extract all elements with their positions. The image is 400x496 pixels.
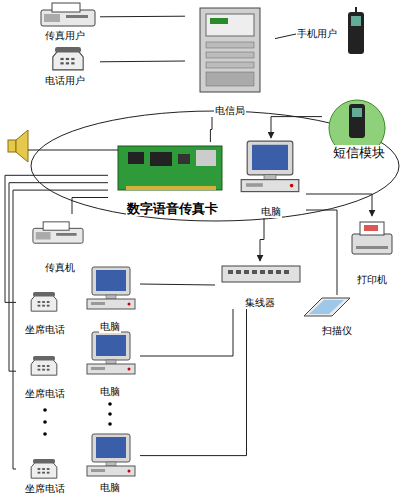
node-label: 打印机: [356, 274, 388, 286]
connector: [210, 117, 212, 142]
agent-phone-icon: [31, 292, 57, 311]
speaker-icon: [8, 130, 28, 162]
fax-user-icon: [41, 3, 95, 26]
agent-phone: 坐席电话: [16, 455, 74, 495]
hub-icon: [222, 266, 300, 282]
scanner-icon: [304, 298, 350, 316]
connector: [140, 309, 247, 456]
connector: [275, 34, 296, 39]
node-label: 坐席电话: [24, 388, 66, 400]
node-label: 集线器: [244, 297, 276, 309]
phone-user-icon: [53, 47, 83, 70]
node-label: 传真机: [44, 262, 76, 274]
connector: [140, 284, 215, 285]
connector: [260, 218, 264, 261]
agent-phone-icon: [31, 459, 57, 478]
pc-icon: [87, 267, 135, 309]
card-icon: [118, 146, 222, 190]
sms-module: 短信模块: [322, 98, 396, 160]
node-label: 电脑: [99, 321, 121, 333]
voice-fax-card: 数字语音传真卡: [108, 142, 236, 216]
main-computer: 电脑: [236, 138, 306, 218]
hub: 集线器: [215, 261, 305, 309]
agent-phone-icon: [31, 356, 57, 375]
connector: [271, 117, 322, 138]
node-label: 数字语音传真卡: [126, 201, 219, 216]
connector: [72, 198, 108, 215]
connector: [100, 16, 185, 18]
node-label: 短信模块: [332, 145, 386, 160]
ellipsis-dots: [43, 402, 112, 436]
pc-icon: [87, 332, 135, 374]
connector: [100, 61, 185, 63]
pc-icon: [87, 434, 135, 476]
node-label: 坐席电话: [24, 483, 66, 495]
connector: [306, 194, 372, 216]
node-label: 电脑: [99, 482, 121, 494]
connector: [306, 210, 337, 295]
agent-phone: 坐席电话: [16, 352, 74, 400]
agent-phone: 坐席电话: [16, 288, 74, 336]
connector: [13, 190, 108, 469]
node-label: 电脑: [99, 386, 121, 398]
connector: [9, 183, 108, 372]
node-label: 扫描仪: [321, 325, 353, 337]
mobile-icon: [348, 7, 364, 54]
connector: [140, 309, 233, 356]
scanner: 扫描仪: [300, 295, 374, 337]
fax-machine-icon: [33, 222, 83, 243]
printer-icon: [352, 222, 392, 254]
mobile-user: 手机用户: [296, 10, 368, 58]
main-pc-icon: [241, 141, 299, 191]
computer: 电脑: [80, 263, 140, 333]
phone-user: 电话用户: [30, 45, 100, 87]
fax-machine: 传真机: [30, 214, 90, 274]
node-label: 手机用户: [296, 28, 338, 40]
connector: [5, 175, 108, 302]
server-icon: [200, 8, 260, 92]
speaker-wire: [28, 150, 118, 151]
node-label: 传真用户: [44, 30, 86, 42]
fax-user: 传真用户: [30, 0, 100, 42]
computer: 电脑: [80, 430, 140, 494]
node-label: 电脑: [260, 206, 282, 218]
telecom-office: 电信局: [185, 5, 275, 117]
computer: 电脑: [80, 328, 140, 398]
printer: 打印机: [345, 216, 399, 286]
node-label: 电信局: [214, 105, 246, 117]
node-label: 电话用户: [44, 75, 86, 87]
node-label: 坐席电话: [24, 324, 66, 336]
